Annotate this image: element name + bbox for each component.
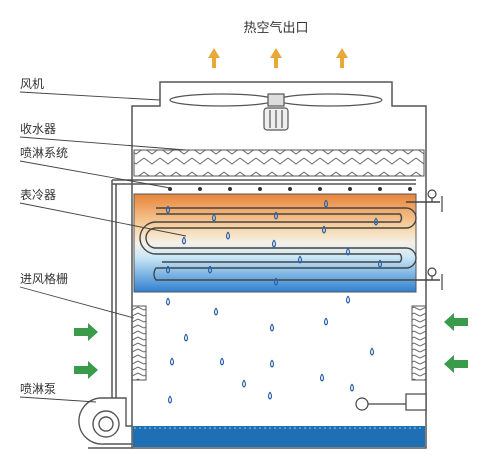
motor-icon <box>263 107 289 131</box>
spray-pump <box>78 397 133 449</box>
leader-lines <box>19 91 187 403</box>
inlet-grille-left <box>131 305 147 381</box>
basin-water <box>133 426 425 447</box>
spray-nozzles <box>168 187 412 191</box>
inlet-grille-label: 进风格栅 <box>20 271 68 286</box>
spray-pipe <box>112 179 416 185</box>
inlet-grille-right <box>411 305 427 381</box>
collector-label: 收水器 <box>20 122 56 136</box>
fan-label: 风机 <box>20 77 44 91</box>
tower-body <box>131 81 427 449</box>
riser-pipe <box>111 180 117 398</box>
hot-air-outlet-title: 热空气出口 <box>243 20 308 36</box>
fan <box>169 93 383 107</box>
spray-system-label: 喷淋系统 <box>20 146 68 160</box>
up-arrow-icon <box>208 48 348 68</box>
coil-tubes <box>139 201 440 281</box>
water-drop-icon <box>165 199 383 404</box>
in-arrow-icon <box>74 313 468 379</box>
spray-pump-label: 喷淋泵 <box>20 382 56 396</box>
collector-chevrons <box>133 149 425 177</box>
valve-icon <box>427 189 443 290</box>
surface-cooler-label: 表冷器 <box>20 188 56 202</box>
float-valve-icon <box>355 393 427 411</box>
